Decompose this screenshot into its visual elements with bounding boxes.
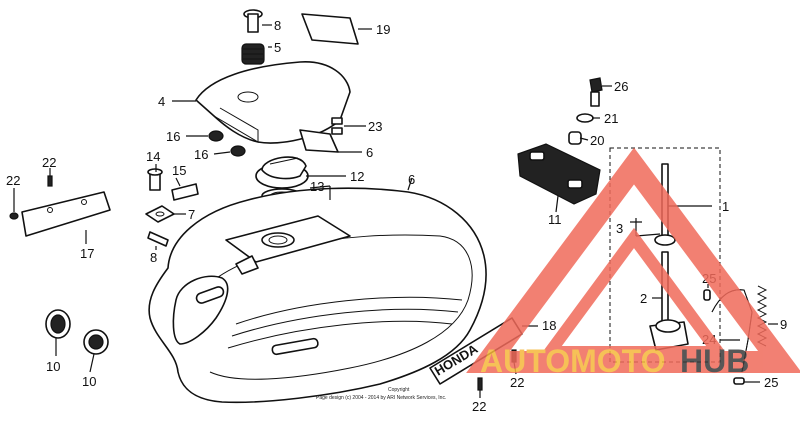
- callout-9: 9: [780, 317, 787, 332]
- callout-14: 14: [146, 149, 160, 164]
- callout-21: 21: [604, 111, 618, 126]
- callout-11: 11: [548, 212, 562, 227]
- part-26-bolt: [589, 77, 603, 107]
- part-12-fuel-cap: [255, 156, 309, 189]
- callout-12: 12: [350, 169, 364, 184]
- callout-20: 20: [590, 133, 604, 148]
- callout-17: 17: [80, 246, 94, 261]
- callout-10-b: 10: [82, 374, 96, 389]
- part-10-grommet-b: [83, 329, 109, 355]
- part-20-collar: [568, 131, 582, 145]
- part-25-clips: [703, 289, 745, 385]
- callout-8-pin: 8: [150, 250, 157, 265]
- part-16-grommets: [208, 130, 246, 157]
- callout-1: 1: [722, 199, 729, 214]
- part-8-bolt: [243, 9, 263, 33]
- part-23-collars: [331, 117, 343, 135]
- watermark-logo: AUTOMOTO HUB: [466, 147, 800, 379]
- watermark-text-automoto: AUTOMOTO: [480, 343, 665, 379]
- part-6-fuel-tank: [148, 187, 487, 404]
- callout-16-a: 16: [166, 129, 180, 144]
- watermark-text-hub: HUB: [680, 343, 749, 379]
- copyright-notice: Copyright Page design (c) 2004 - 2014 by…: [316, 387, 446, 401]
- part-19-pad: [301, 13, 359, 45]
- part-10-grommet-a: [45, 309, 71, 339]
- callout-22-c: 22: [472, 399, 486, 414]
- part-21-washer: [576, 113, 594, 123]
- callout-7: 7: [188, 207, 195, 222]
- callout-numbers: 8 5 19 4 16 16 23 6 12 13 6 14 15 7 8 22…: [6, 18, 787, 414]
- part-11-mount: [517, 143, 601, 205]
- callout-6-tank: 6: [408, 172, 415, 187]
- callout-23: 23: [368, 119, 382, 134]
- callout-6-bracket: 6: [366, 145, 373, 160]
- callout-22-b: 22: [6, 173, 20, 188]
- callout-4: 4: [158, 94, 165, 109]
- callout-3: 3: [616, 221, 623, 236]
- part-15-clip: [171, 183, 199, 201]
- part-5-spring: [241, 43, 265, 65]
- callout-25-b: 25: [764, 375, 778, 390]
- callout-22-d: 22: [510, 375, 524, 390]
- copyright-line-1: Copyright: [388, 387, 410, 393]
- part-8-pin: [147, 231, 169, 247]
- callout-5: 5: [274, 40, 281, 55]
- callout-8-top: 8: [274, 18, 281, 33]
- callout-26: 26: [614, 79, 628, 94]
- copyright-line-2: Page design (c) 2004 - 2014 by ARI Netwo…: [316, 395, 446, 401]
- part-14-bolt: [147, 168, 163, 191]
- callout-13: 13: [310, 179, 324, 194]
- callout-10-a: 10: [46, 359, 60, 374]
- callout-22-a: 22: [42, 155, 56, 170]
- watermark-triangle-inner: [538, 227, 730, 358]
- callout-16-b: 16: [194, 147, 208, 162]
- callout-2: 2: [640, 291, 647, 306]
- part-7-nut-plate: [145, 205, 175, 223]
- part-4-seat-pad: [195, 61, 351, 144]
- callout-19: 19: [376, 22, 390, 37]
- part-17-strip: [21, 191, 111, 237]
- callout-15: 15: [172, 163, 186, 178]
- part-22-screws-left: [9, 175, 53, 220]
- watermark-triangle-outer: [466, 147, 800, 373]
- callout-18: 18: [542, 318, 556, 333]
